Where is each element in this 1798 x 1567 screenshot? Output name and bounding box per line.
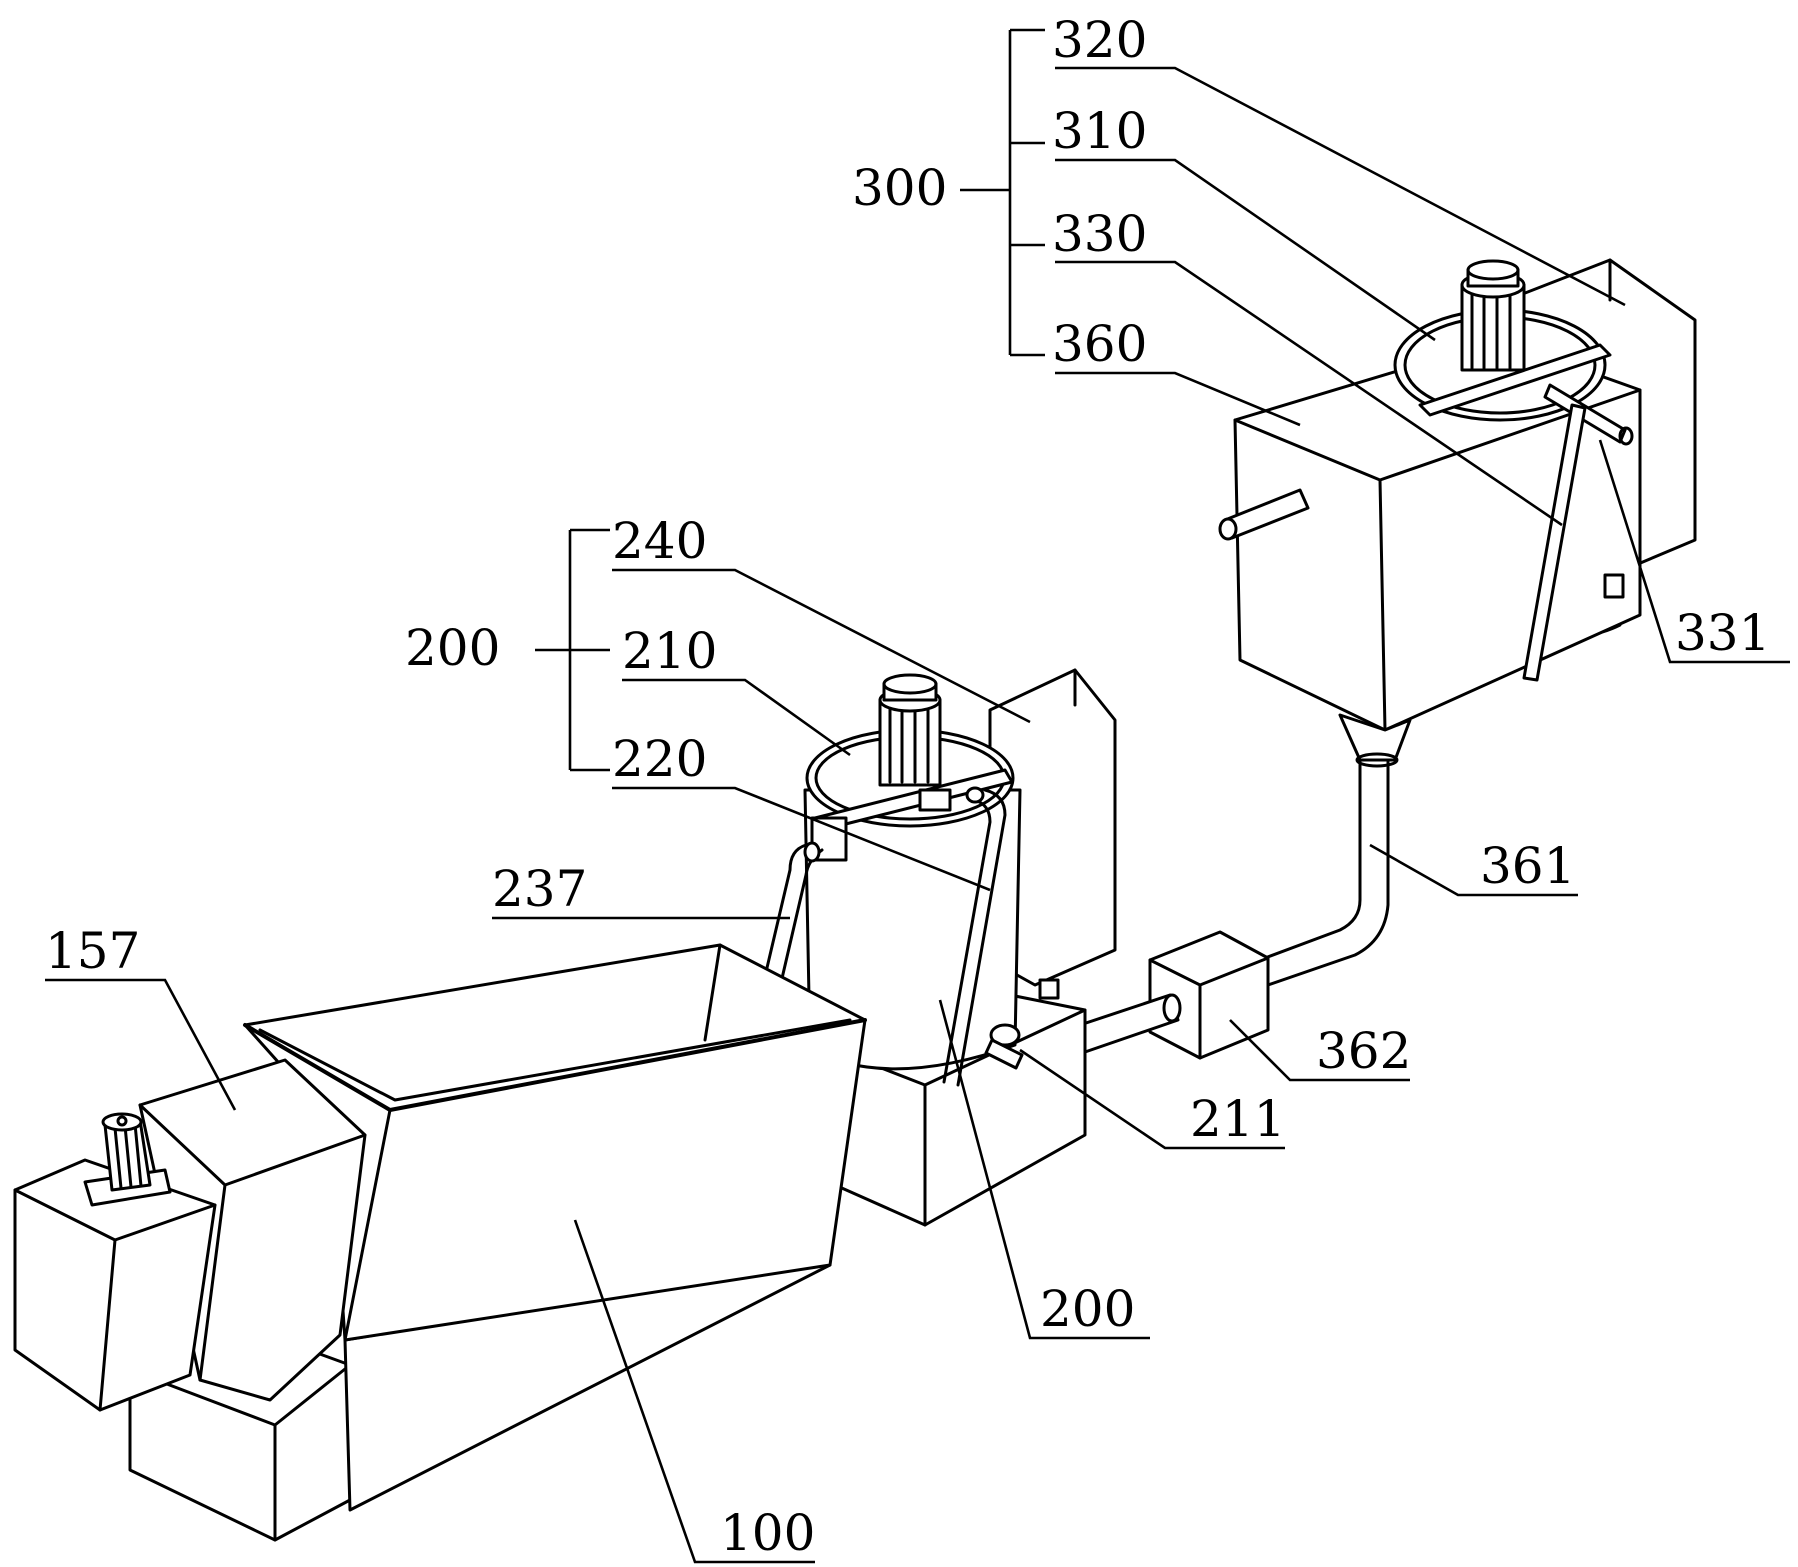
label-237: 237 [492, 860, 587, 918]
leader-lines [45, 28, 1790, 1564]
equipment-300-drawing [1218, 258, 1697, 768]
label-360: 360 [1052, 315, 1147, 373]
pipe-361-and-box-362 [1078, 760, 1390, 1060]
label-362: 362 [1316, 1022, 1411, 1080]
label-361: 361 [1480, 837, 1575, 895]
label-300: 300 [852, 159, 947, 217]
equipment-100-drawing [13, 943, 867, 1542]
label-220: 220 [612, 730, 707, 788]
label-200-tank: 200 [1040, 1280, 1135, 1338]
equipment-200-drawing [748, 668, 1117, 1227]
label-210: 210 [622, 622, 717, 680]
label-211: 211 [1190, 1090, 1285, 1148]
label-331: 331 [1675, 604, 1770, 662]
label-240: 240 [612, 512, 707, 570]
label-100: 100 [720, 1504, 815, 1562]
label-310: 310 [1052, 102, 1147, 160]
label-320: 320 [1052, 11, 1147, 69]
label-200-bracket: 200 [405, 619, 500, 677]
label-157: 157 [45, 922, 140, 980]
callout-labels: 300 320 310 330 360 331 361 362 211 200 … [45, 11, 1770, 1562]
label-330: 330 [1052, 205, 1147, 263]
